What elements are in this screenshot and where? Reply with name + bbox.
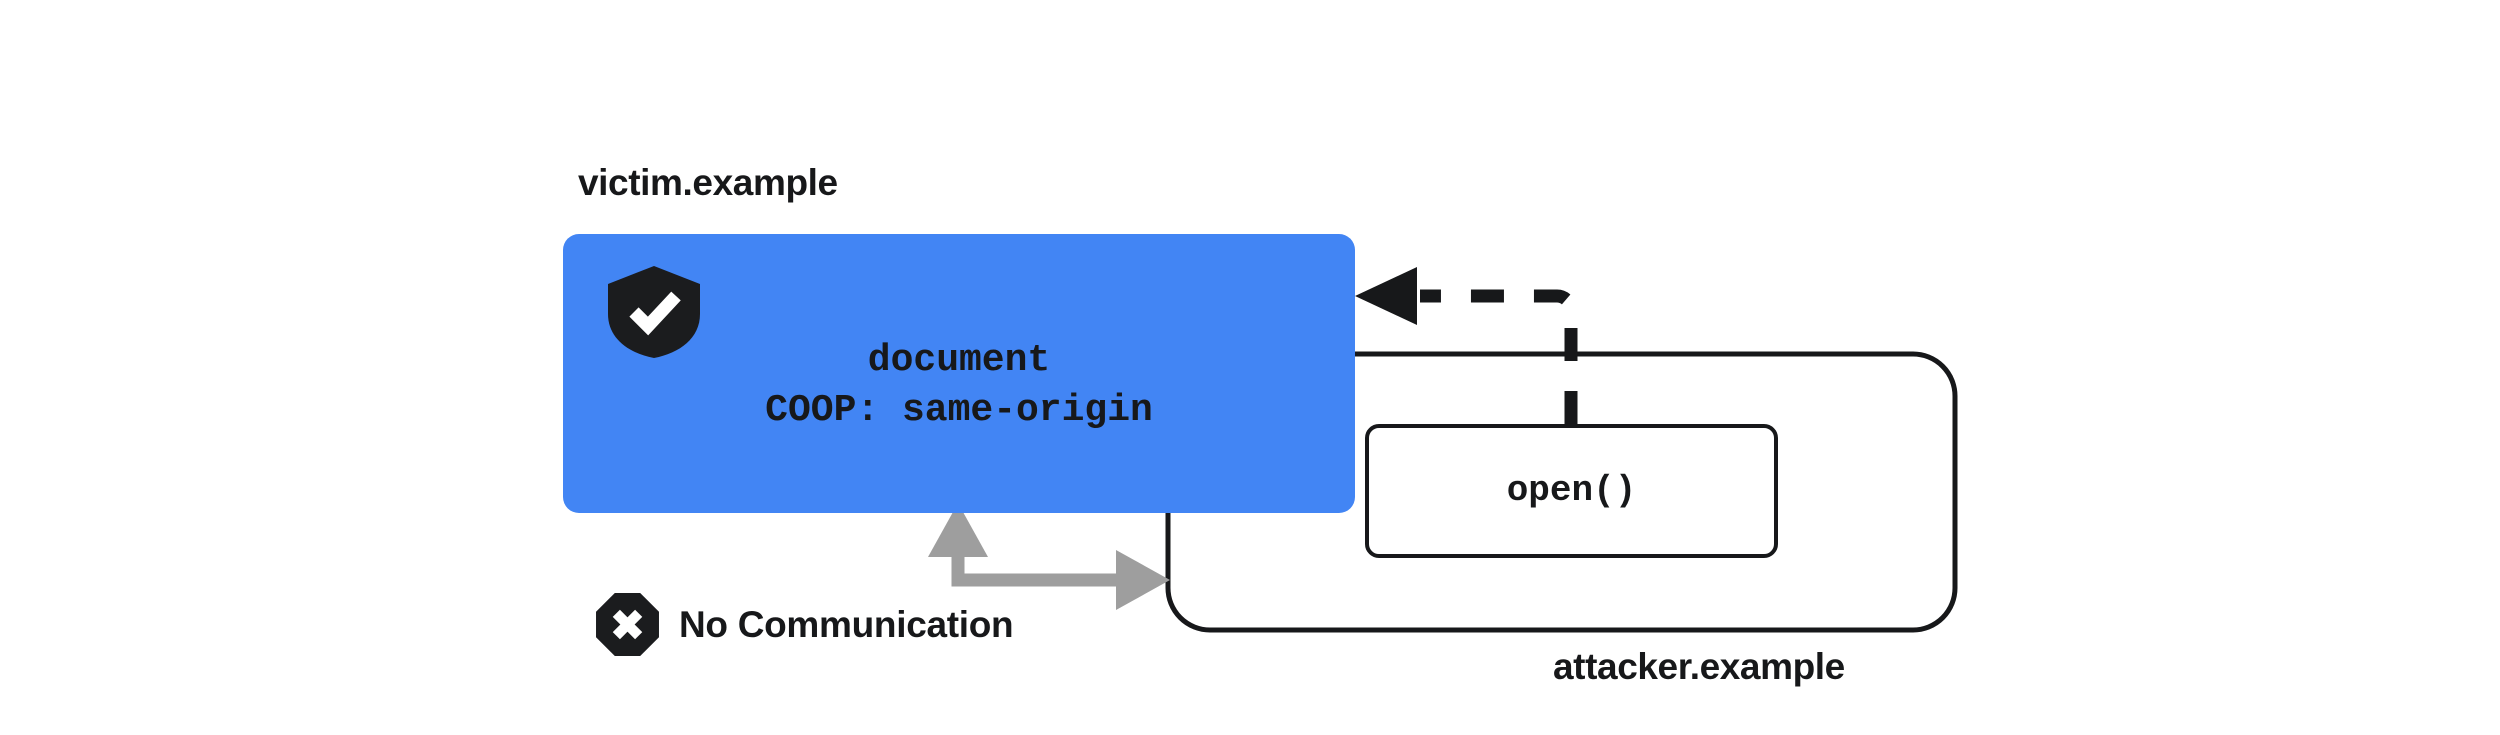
- no-communication-note: No Communication: [595, 592, 1014, 657]
- octagon-x-icon: [596, 593, 659, 656]
- victim-document-line: document: [867, 339, 1051, 382]
- shield-check-icon: [608, 266, 700, 358]
- attacker-container-outline: [1165, 351, 1958, 633]
- open-call-box[interactable]: open(): [1365, 424, 1778, 558]
- victim-document-box[interactable]: document COOP: same-origin: [563, 234, 1355, 513]
- open-to-document-dashed-line: [1420, 289, 1578, 424]
- no-communication-label: No Communication: [679, 604, 1014, 645]
- no-communication-arrowhead-up: [928, 503, 988, 557]
- open-call-label: open(): [1506, 470, 1637, 511]
- victim-coop-header-line: COOP: same-origin: [765, 388, 1153, 432]
- victim-document-text-group: document COOP: same-origin: [563, 234, 1355, 513]
- no-communication-arrowhead-right: [1116, 550, 1170, 610]
- open-to-document-arrowhead: [1355, 267, 1417, 325]
- attacker-domain-label: attacker.example: [1553, 646, 1845, 687]
- victim-domain-label: victim.example: [578, 162, 838, 203]
